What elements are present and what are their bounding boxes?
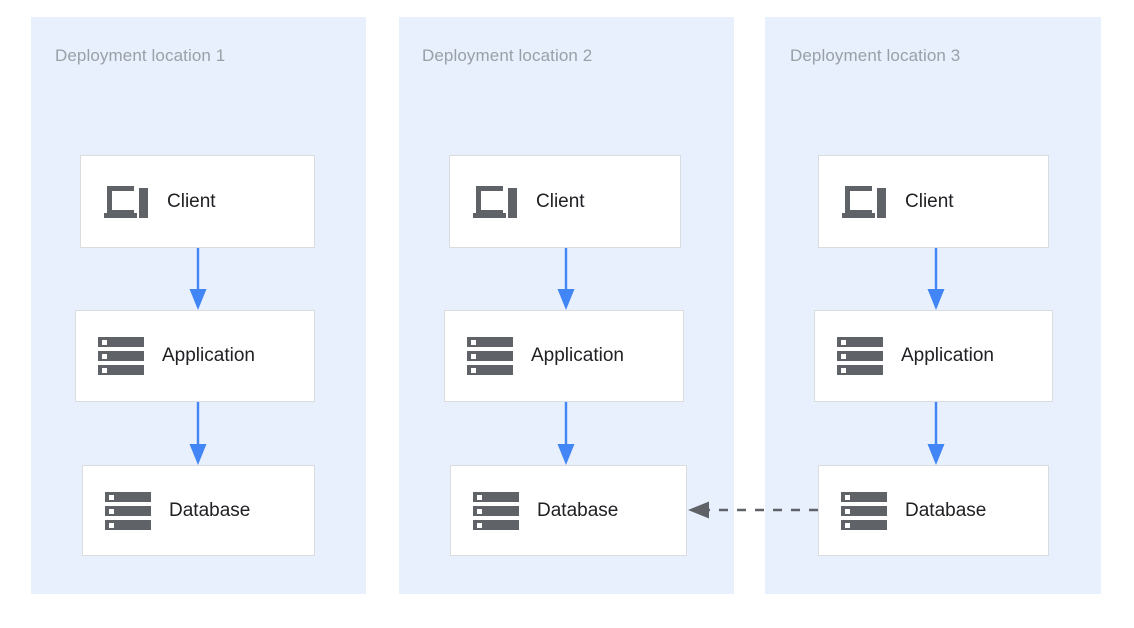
node-label: Client [536, 190, 585, 212]
node-client-2[interactable]: Client [449, 155, 681, 248]
node-label: Client [905, 190, 954, 212]
node-label: Application [162, 345, 255, 366]
server-stack-icon [837, 337, 883, 375]
node-label: Database [905, 499, 987, 521]
node-label: Database [169, 499, 251, 521]
connector-client-1-to-app-1 [187, 248, 209, 310]
node-label: Client [167, 190, 216, 212]
zone-title: Deployment location 3 [790, 46, 961, 65]
server-stack-icon [467, 337, 513, 375]
node-client-1[interactable]: Client [80, 155, 315, 248]
connector-client-3-to-app-3 [925, 248, 947, 310]
server-stack-icon [841, 491, 887, 530]
node-database-3[interactable]: Database [818, 465, 1049, 556]
connector-app-3-to-database-3 [925, 402, 947, 465]
node-app-1[interactable]: Application [75, 310, 315, 402]
zone-title: Deployment location 1 [55, 46, 226, 65]
node-label: Application [901, 345, 994, 366]
connector-app-2-to-database-2 [555, 402, 577, 465]
server-stack-icon [473, 491, 519, 530]
node-client-3[interactable]: Client [818, 155, 1049, 248]
server-stack-icon [98, 337, 144, 375]
client-devices-icon [472, 182, 518, 222]
node-database-2[interactable]: Database [450, 465, 687, 556]
node-database-1[interactable]: Database [82, 465, 315, 556]
connector-client-2-to-app-2 [555, 248, 577, 310]
node-label: Application [531, 345, 624, 366]
node-label: Database [537, 499, 619, 521]
node-app-2[interactable]: Application [444, 310, 684, 402]
zone-title: Deployment location 2 [422, 46, 593, 65]
client-devices-icon [841, 182, 887, 222]
client-devices-icon [103, 182, 149, 222]
node-app-3[interactable]: Application [814, 310, 1053, 402]
replication-connector-database-3-to-database-2 [688, 499, 818, 521]
connector-app-1-to-database-1 [187, 402, 209, 465]
server-stack-icon [105, 491, 151, 530]
